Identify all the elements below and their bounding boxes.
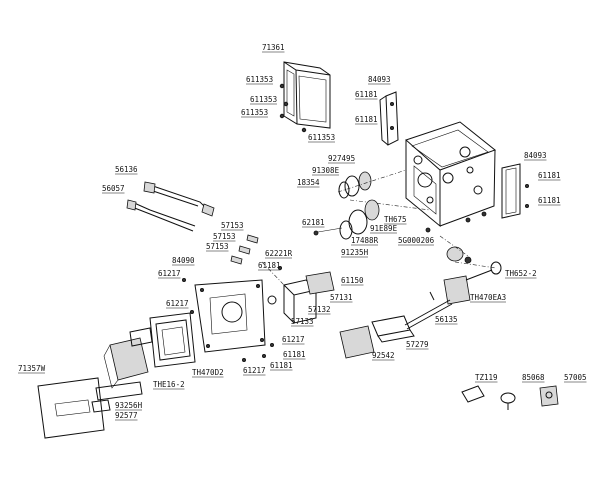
actuator-th470ea3 xyxy=(443,261,502,305)
part-label: 61181 xyxy=(258,261,281,270)
part-label: TH470D2 xyxy=(192,368,224,377)
part-label: THE16-2 xyxy=(153,380,185,389)
part-label: 71361 xyxy=(262,43,285,52)
part-label: 62221R xyxy=(265,249,293,258)
part-label: 61181 xyxy=(355,90,378,99)
part-label: 91308E xyxy=(312,166,340,175)
part-label: TH675 xyxy=(384,215,407,224)
part-labels: 71361 611353 611353 611353 611353 84093 61181 6… xyxy=(18,43,587,421)
control-panel-plate xyxy=(194,279,266,353)
top-cover-box xyxy=(283,61,331,129)
part-label: 5G000206 xyxy=(398,236,435,245)
part-label: 61181 xyxy=(283,350,306,359)
part-label: 18354 xyxy=(297,178,320,187)
part-label: 611353 xyxy=(246,75,273,84)
front-label-71357w xyxy=(37,377,105,439)
part-label: 61181 xyxy=(538,196,561,205)
bracket-84093-side xyxy=(501,163,530,219)
part-label: 91235H xyxy=(341,248,369,257)
part-label: 61150 xyxy=(341,276,364,285)
part-label: 57279 xyxy=(406,340,429,349)
part-label: 61217 xyxy=(282,335,305,344)
part-label: 611353 xyxy=(241,108,268,117)
part-label: 57153 xyxy=(213,232,236,241)
part-label: TH652-2 xyxy=(505,269,537,278)
part-label: 93256H xyxy=(115,401,143,410)
gasket-93256h xyxy=(95,381,143,401)
part-label: 92542 xyxy=(372,351,395,360)
accessory-85068 xyxy=(500,392,516,410)
part-label: 56135 xyxy=(435,315,458,324)
main-housing xyxy=(405,121,497,233)
part-label: 57133 xyxy=(291,317,314,326)
bracket-57279 xyxy=(371,315,415,343)
wire-harness-56057 xyxy=(126,199,196,232)
part-label: 61181 xyxy=(270,361,293,370)
part-label: 56136 xyxy=(115,165,138,174)
part-label: 17488R xyxy=(351,236,379,245)
part-label: 57153 xyxy=(221,221,244,230)
gear-assembly-lower xyxy=(313,199,380,240)
knob-5g000206 xyxy=(439,235,472,264)
part-label: 62181 xyxy=(302,218,325,227)
part-label: 57131 xyxy=(330,293,353,302)
part-label: 84093 xyxy=(524,151,547,160)
rod-56135 xyxy=(404,291,453,330)
part-label: TH470EA3 xyxy=(470,293,506,302)
part-label: 84090 xyxy=(172,256,195,265)
gear-assembly-upper xyxy=(337,169,431,211)
part-label: 61217 xyxy=(166,299,189,308)
part-label: 61181 xyxy=(538,171,561,180)
thermostat-the16-2 xyxy=(103,327,153,389)
part-label: 61217 xyxy=(243,366,266,375)
part-label: 92577 xyxy=(115,411,138,420)
accessory-tz119 xyxy=(461,385,485,403)
wire-harness-56136 xyxy=(143,181,215,217)
panel-screws xyxy=(181,265,282,362)
part-label: 57132 xyxy=(308,305,331,314)
part-label: 84093 xyxy=(368,75,391,84)
terminals-57153 xyxy=(230,234,259,265)
part-label: 57005 xyxy=(564,373,587,382)
accessory-57005 xyxy=(539,385,559,407)
switch-frame-th470d2 xyxy=(149,312,196,368)
part-label: 927495 xyxy=(328,154,355,163)
part-label: 611353 xyxy=(308,133,335,142)
part-label: TZ119 xyxy=(475,373,498,382)
part-label: 61181 xyxy=(355,115,378,124)
part-label: 57153 xyxy=(206,242,229,251)
cover-screws xyxy=(279,83,307,133)
part-label: 611353 xyxy=(250,95,277,104)
part-label: 56057 xyxy=(102,184,125,193)
part-label: 91E89E xyxy=(370,224,398,233)
cover-92542 xyxy=(339,325,375,359)
part-label: 61217 xyxy=(158,269,181,278)
bracket-84093-upper xyxy=(379,91,399,146)
part-label: 71357W xyxy=(18,364,46,373)
strip-92577 xyxy=(91,399,111,413)
relay-block xyxy=(261,261,335,324)
part-label: 85068 xyxy=(522,373,545,382)
